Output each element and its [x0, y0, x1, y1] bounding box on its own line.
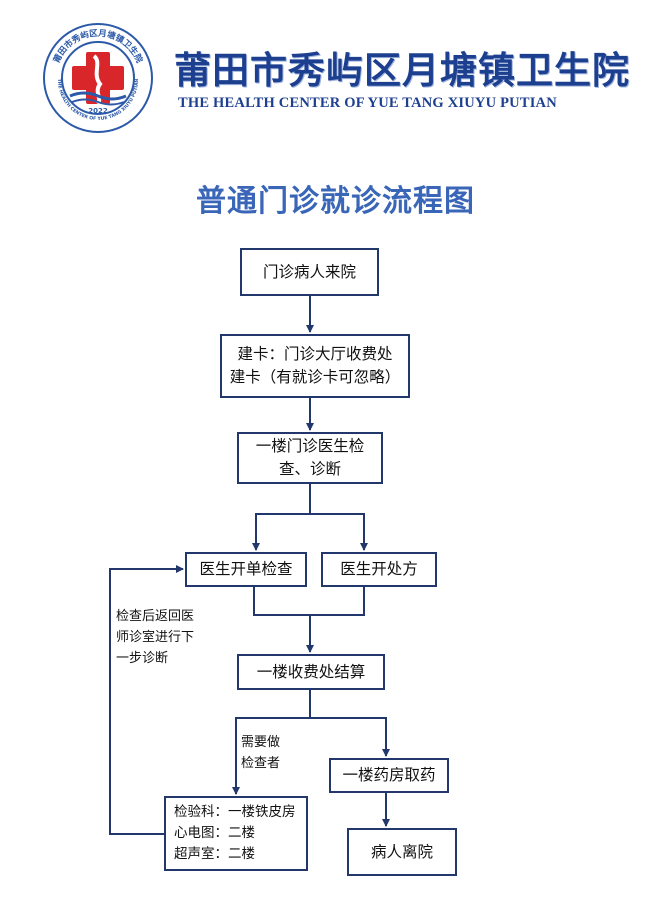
- node-patient-leave: 病人离院: [347, 828, 457, 876]
- node-exam-order: 医生开单检查: [185, 552, 307, 587]
- merge-line: [253, 587, 365, 616]
- note-return-to-doctor: 检查后返回医 师诊室进行下 一步诊断: [116, 609, 195, 666]
- node-register-card: 建卡：门诊大厅收费处 建卡（有就诊卡可忽略）: [220, 334, 410, 398]
- logo-year: 2022: [88, 107, 108, 115]
- arrow-consult-to-prescription: [310, 513, 368, 551]
- hospital-name: 莆田市秀屿区月塘镇卫生院: [174, 48, 630, 92]
- arrow-return-to-doctor: [109, 565, 184, 835]
- node-outpatient-consult: 一楼门诊医生检 查、诊断: [237, 432, 383, 484]
- arrow-billing-to-exam: [232, 690, 311, 795]
- node-pharmacy: 一楼药房取药: [329, 758, 449, 793]
- hospital-logo: 莆田市秀屿区月塘镇卫生院 THE HEALTH CENTER OF YUE TA…: [43, 23, 153, 133]
- node-exam-locations: 检验科：一楼铁皮房 心电图：二楼 超声室：二楼: [164, 796, 308, 871]
- arrow-consult-to-exam-order: [252, 484, 311, 551]
- node-billing: 一楼收费处结算: [237, 654, 385, 690]
- node-prescription: 医生开处方: [321, 552, 437, 587]
- note-need-exam: 需要做 检查者: [241, 735, 281, 771]
- hospital-name-en: THE HEALTH CENTER OF YUE TANG XIUYU PUTI…: [178, 95, 557, 111]
- node-patient-arrival: 门诊病人来院: [240, 248, 379, 296]
- arrow-billing-to-pharmacy: [310, 717, 390, 757]
- diagram-title: 普通门诊就诊流程图: [196, 184, 475, 219]
